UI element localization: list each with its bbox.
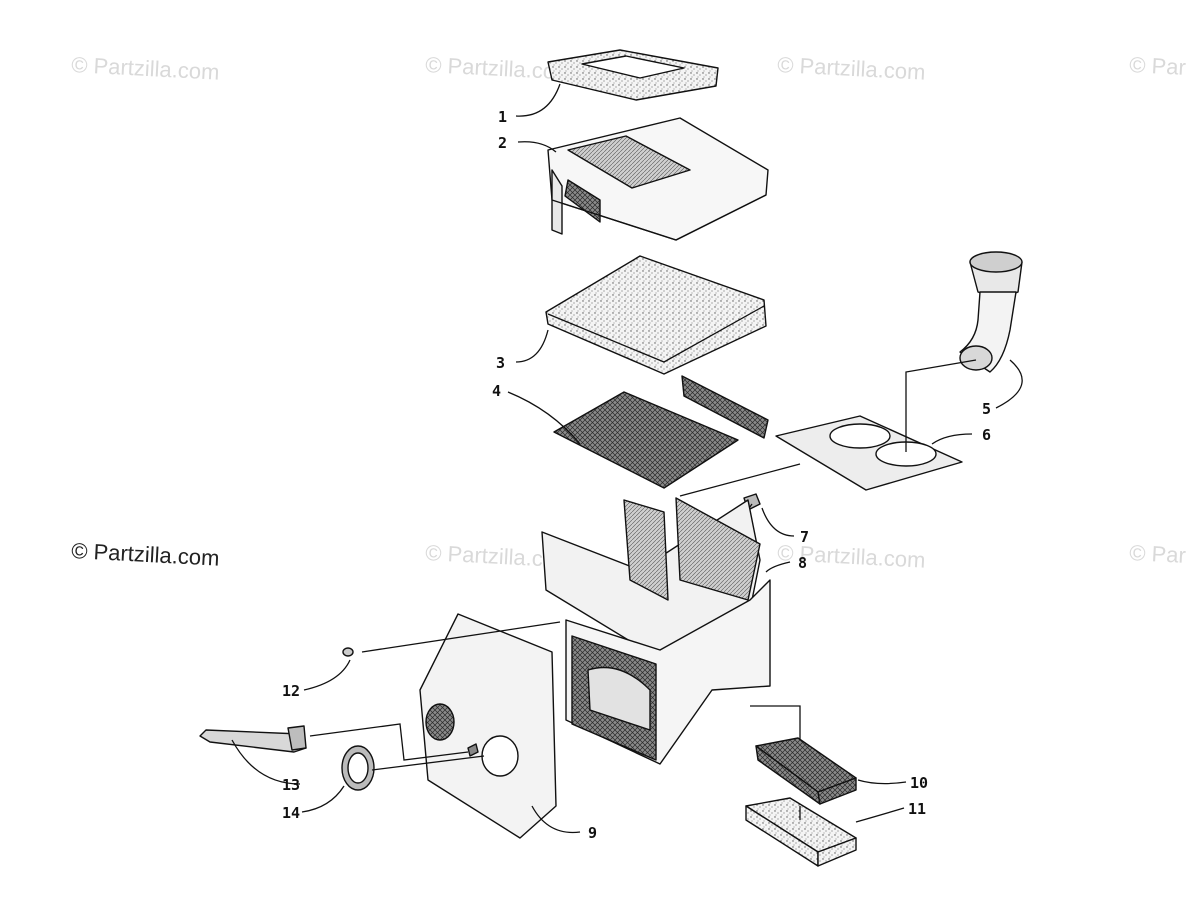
part-8-airbox-body [541, 497, 771, 765]
part-6-adapter-plate [775, 415, 963, 491]
part-10-mesh-block [755, 737, 857, 805]
callout-1: 1 [498, 108, 507, 126]
callout-11: 11 [908, 800, 926, 818]
part-13-bracket [199, 725, 307, 753]
part-5-elbow-intake [959, 251, 1023, 373]
part-1-foam-frame [547, 49, 719, 101]
callout-14: 14 [282, 804, 300, 822]
callout-7: 7 [800, 528, 809, 546]
part-9-front-cover [419, 613, 557, 839]
part-4-mesh-screen [553, 375, 769, 489]
part-3-foam-filter [545, 255, 767, 375]
callout-10: 10 [910, 774, 928, 792]
callout-9: 9 [588, 824, 597, 842]
part-12-screw [342, 647, 354, 657]
callout-2: 2 [498, 134, 507, 152]
callout-4: 4 [492, 382, 501, 400]
part-14-ring [341, 745, 375, 791]
callout-8: 8 [798, 554, 807, 572]
part-2-airbox-lid [547, 117, 769, 241]
callout-3: 3 [496, 354, 505, 372]
part-11-foam-block [745, 797, 857, 867]
leader-lines [231, 83, 1023, 834]
callout-12: 12 [282, 682, 300, 700]
callout-6: 6 [982, 426, 991, 444]
callout-5: 5 [982, 400, 991, 418]
callout-13: 13 [282, 776, 300, 794]
